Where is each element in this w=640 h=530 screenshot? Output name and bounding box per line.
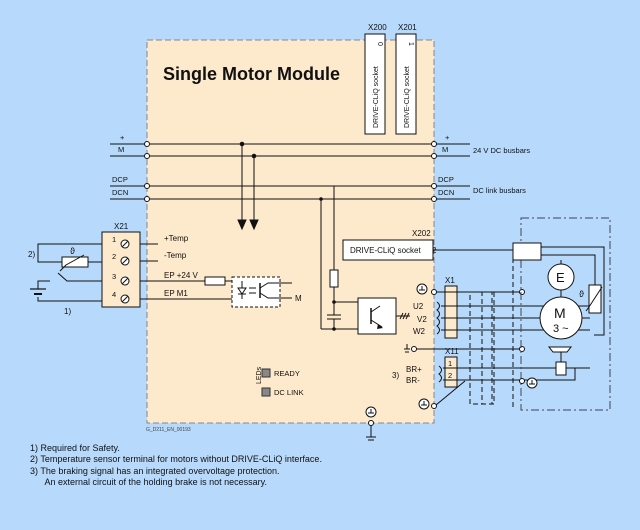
figure-code: G_D211_EN_00193 [146, 427, 191, 433]
busbar-dcn-right: DCN [438, 188, 454, 197]
optocoupler-m-label: M [295, 294, 302, 303]
busbar-m-right: M [442, 145, 448, 154]
led-ready-label: READY [274, 369, 300, 378]
footnote-3-marker: 3) [392, 371, 399, 380]
busbar-terminals [144, 141, 437, 202]
inverter-block [357, 297, 410, 335]
thermistor-motor [588, 284, 602, 314]
signal-br-minus: BR- [406, 376, 420, 385]
x11-id: X11 [445, 347, 459, 356]
cable-shield [469, 250, 514, 410]
busbar-dcn-left: DCN [112, 188, 128, 197]
encoder-label: E [556, 270, 565, 285]
motor-circle [539, 296, 583, 340]
battery-icon [30, 288, 46, 295]
busbar-plus-left: + [120, 133, 125, 142]
x21-pin-1: 1 [112, 235, 116, 244]
socket-x200-num: 0 [376, 42, 383, 46]
busbar-m-left: M [118, 145, 124, 154]
x1-id: X1 [445, 276, 455, 285]
signal-br-plus: BR+ [406, 365, 422, 374]
busbar-dcp-left: DCP [112, 175, 128, 184]
footnote-1: 1) Required for Safety. [30, 443, 120, 453]
socket-x202-id: X202 [412, 229, 431, 238]
x21-wiring [37, 243, 233, 302]
module-body [146, 39, 435, 424]
x21-id: X21 [114, 222, 129, 231]
x11-pin-1: 1 [448, 359, 452, 368]
busbar-dclink-label: DC link busbars [473, 186, 526, 195]
motor-label: M [554, 305, 566, 321]
socket-x201: X201 DRIVE-CLiQ socket 1 [395, 23, 417, 135]
x21-pin-4: 4 [112, 290, 116, 299]
socket-x202: X202 DRIVE-CLiQ socket 2 [342, 229, 513, 261]
footnote-2-marker: 2) [28, 250, 35, 259]
footnote-3-cont: An external circuit of the holding brake… [30, 476, 267, 487]
signal-ep-24v: EP +24 V [164, 271, 199, 280]
led-dc-link [261, 387, 271, 397]
phase-w2: W2 [413, 327, 426, 336]
motor-phase-label: 3 ~ [553, 323, 569, 335]
led-ready [261, 368, 271, 378]
socket-x201-label: DRIVE-CLiQ socket [404, 66, 411, 128]
footnote-3: 3) The braking signal has an integrated … [30, 465, 280, 476]
junction-dots [319, 197, 336, 331]
phase-u2: U2 [413, 302, 424, 311]
optocoupler: M [204, 276, 302, 308]
motor: E M 3 ~ ϑ [512, 242, 605, 389]
phase-v2: V2 [417, 315, 427, 324]
busbar-plus-right: + [445, 133, 450, 142]
brake-disc [547, 346, 573, 353]
terminal-x21: X21 1 2 3 4 [101, 222, 141, 308]
module-title: Single Motor Module [163, 64, 340, 84]
thermistor-left: ϑ [59, 246, 89, 272]
footnote-2: 2) Temperature sensor terminal for motor… [30, 454, 322, 465]
leds-label: LEDs [256, 366, 263, 384]
led-panel: LEDs READY DC LINK [256, 366, 304, 397]
encoder-connector [512, 242, 542, 261]
footnote-1-marker: 1) [64, 307, 71, 316]
busbar-24v-label: 24 V DC busbars [473, 146, 530, 155]
x11-pin-2: 2 [448, 371, 452, 380]
socket-x201-id: X201 [398, 23, 417, 32]
signal-ep-m1: EP M1 [164, 289, 188, 298]
x21-pin-3: 3 [112, 272, 116, 281]
busbars [110, 143, 470, 200]
theta-symbol-left: ϑ [70, 246, 75, 256]
socket-x200-id: X200 [368, 23, 387, 32]
shield-ground [404, 344, 525, 353]
signal-minus-temp: -Temp [164, 251, 187, 260]
socket-x202-label: DRIVE-CLiQ socket [350, 246, 421, 255]
socket-x200: X200 DRIVE-CLiQ socket 0 [364, 23, 387, 135]
resistor [329, 269, 339, 288]
footnotes: 1) Required for Safety. 2) Temperature s… [30, 443, 322, 488]
supply-arrows [237, 141, 259, 231]
module-pe [365, 380, 466, 441]
theta-symbol-motor: ϑ [579, 289, 584, 299]
motor-box [520, 217, 611, 411]
busbar-dcp-right: DCP [438, 175, 454, 184]
x21-pin-2: 2 [112, 252, 116, 261]
brake-coil [555, 361, 567, 376]
led-dc-link-label: DC LINK [274, 388, 304, 397]
signal-plus-temp: +Temp [164, 234, 189, 243]
socket-x200-label: DRIVE-CLiQ socket [373, 66, 380, 128]
socket-x201-num: 1 [407, 42, 414, 46]
